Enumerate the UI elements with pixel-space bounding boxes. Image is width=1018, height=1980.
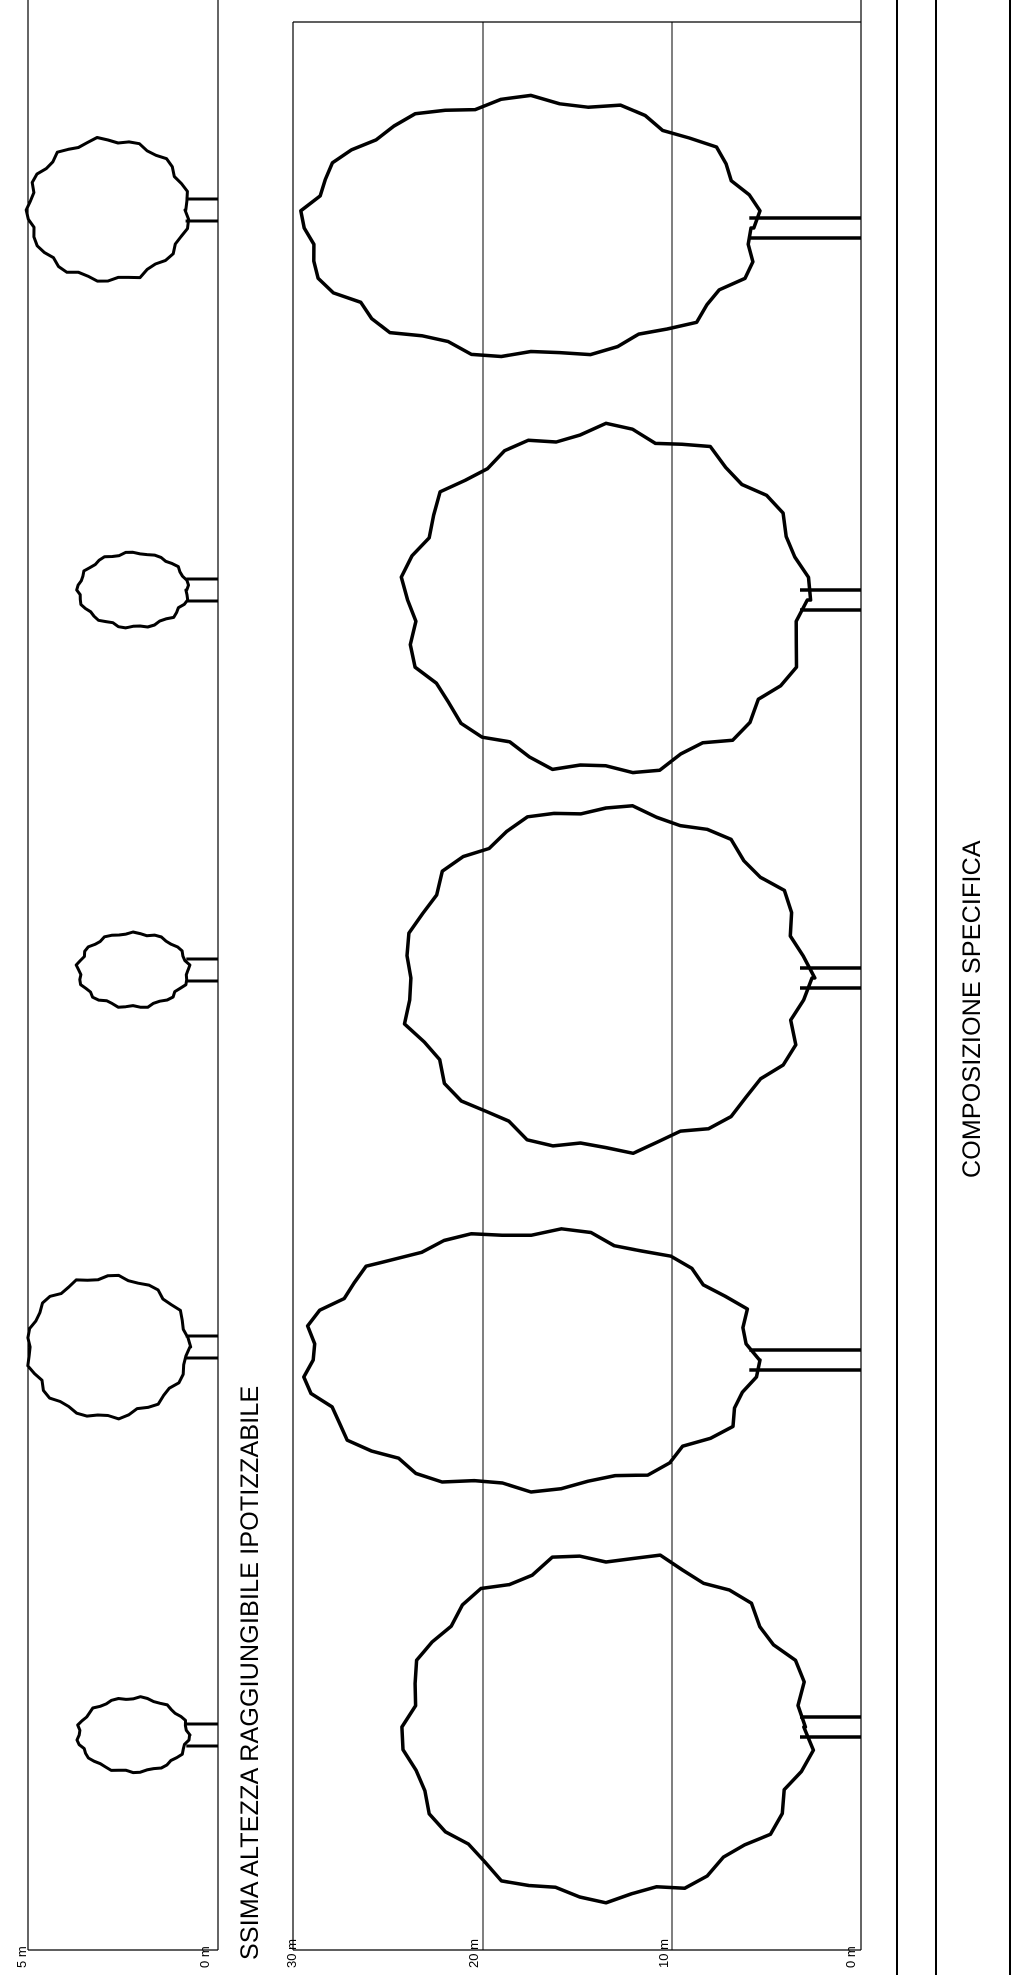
tree-icon bbox=[299, 93, 861, 359]
composition-band bbox=[896, 0, 1011, 1975]
tree-crown bbox=[400, 1553, 816, 1905]
tree-crown bbox=[74, 930, 192, 1009]
tick-label-10m: 10 m bbox=[656, 1939, 671, 1968]
composition-title: COMPOSIZIONE SPECIFICA bbox=[958, 840, 986, 1178]
small-scale-min-label: 0 m bbox=[197, 1946, 212, 1968]
tree-icon bbox=[402, 804, 861, 1156]
large-trees-group bbox=[299, 93, 861, 1905]
tree-icon bbox=[26, 1273, 218, 1421]
tree-icon bbox=[400, 1553, 861, 1905]
small-panel-frame bbox=[27, 0, 219, 1951]
max-height-title: SSIMA ALTEZZA RAGGIUNGIBILE IPOTIZZABILE bbox=[236, 1385, 264, 1960]
tree-crown bbox=[402, 804, 817, 1156]
tick-label-0m: 0 m bbox=[843, 1946, 858, 1968]
tree-crown bbox=[399, 421, 813, 775]
tree-crown bbox=[302, 1227, 762, 1494]
tree-crown bbox=[299, 93, 762, 359]
tree-icon bbox=[75, 550, 218, 630]
tree-icon bbox=[75, 1695, 218, 1775]
large-panel-frame bbox=[292, 0, 862, 1951]
small-trees-group bbox=[24, 136, 218, 1775]
tree-icon bbox=[399, 421, 861, 775]
tick-label-20m: 20 m bbox=[466, 1939, 481, 1968]
tree-icon bbox=[24, 136, 218, 283]
tree-icon bbox=[302, 1227, 861, 1494]
tree-crown bbox=[75, 550, 190, 630]
tree-crown bbox=[24, 136, 191, 283]
tree-crown bbox=[75, 1695, 192, 1775]
tree-icon bbox=[74, 930, 218, 1009]
tree-crown bbox=[26, 1273, 193, 1421]
small-scale-max-label: 5 m bbox=[14, 1946, 29, 1968]
tick-label-30m: 30 m bbox=[284, 1939, 299, 1968]
